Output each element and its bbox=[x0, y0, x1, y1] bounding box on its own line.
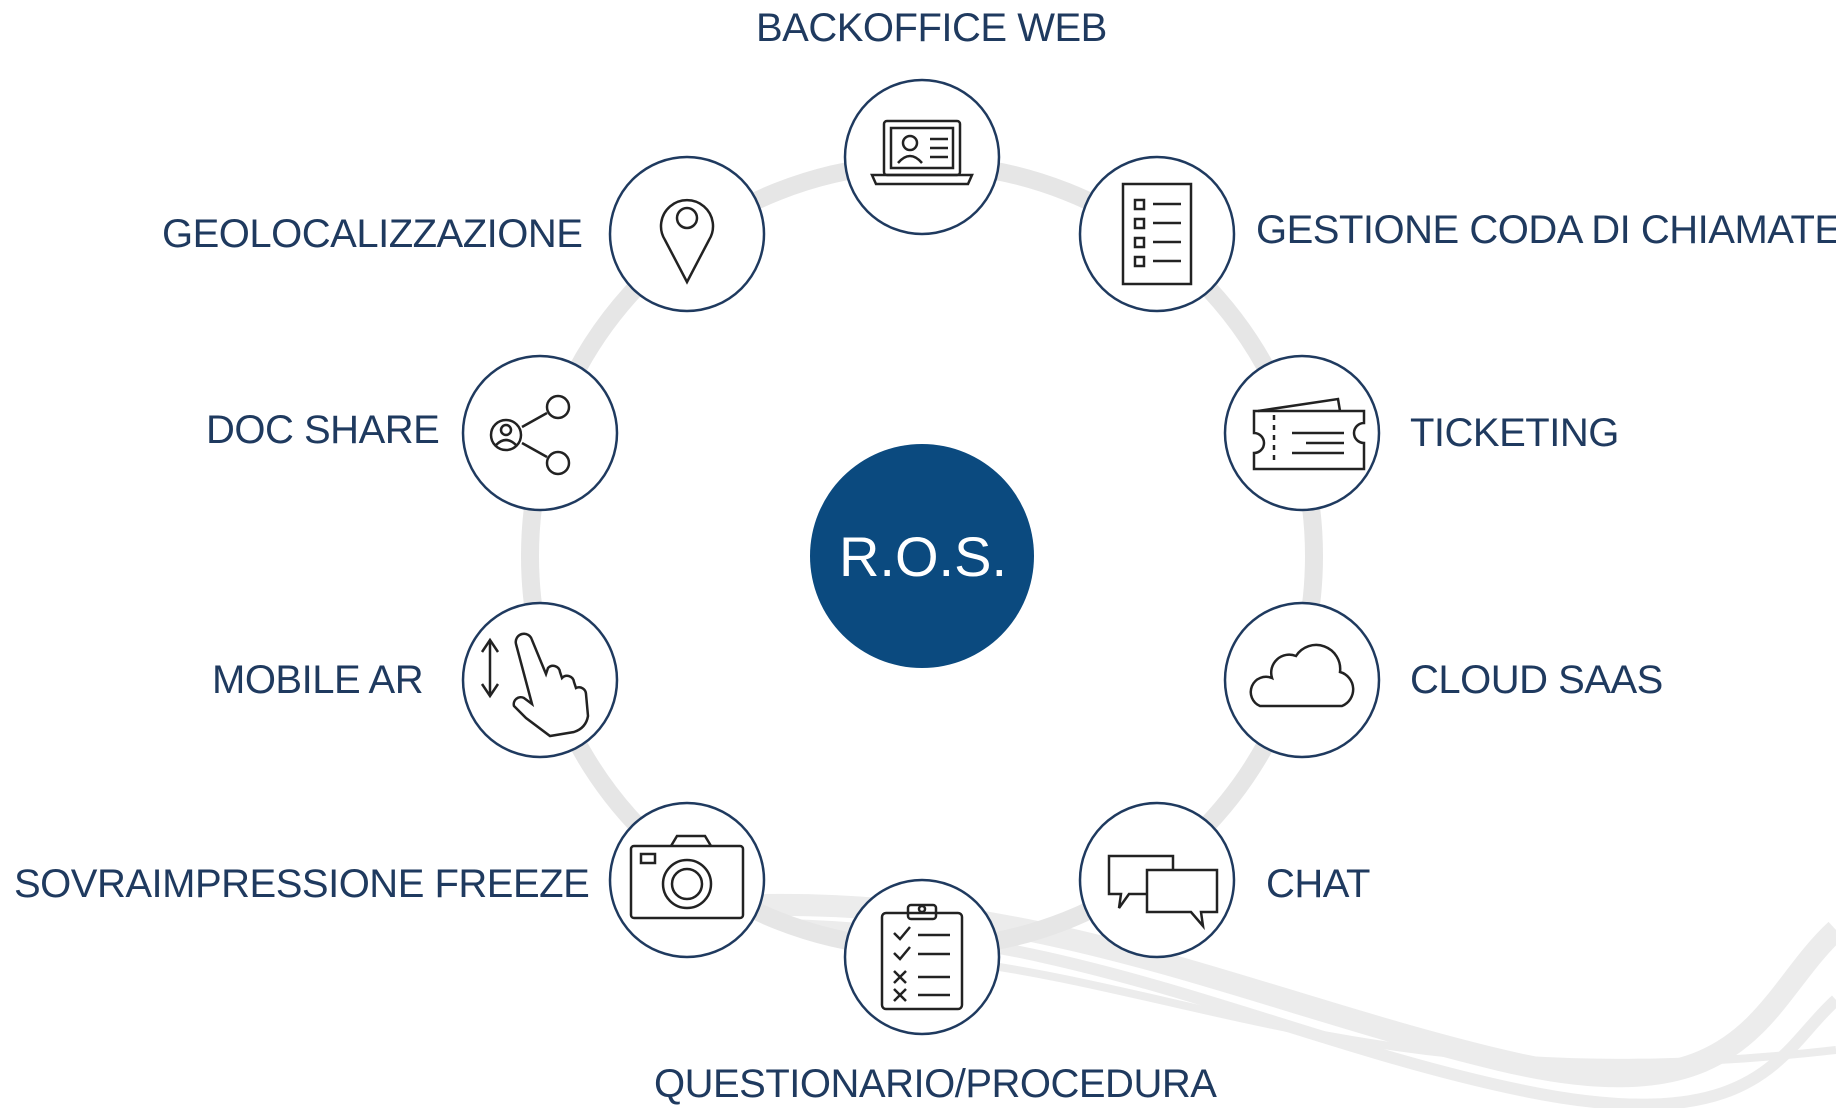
label-mobile-ar: MOBILE AR bbox=[212, 658, 424, 702]
node-geolocalizzazione[interactable] bbox=[608, 155, 766, 313]
node-cloud-saas[interactable] bbox=[1223, 601, 1381, 759]
label-sovraimpressione: SOVRAIMPRESSIONE FREEZE bbox=[14, 862, 590, 906]
clipboard-checklist-icon bbox=[880, 903, 964, 1011]
label-chat: CHAT bbox=[1266, 862, 1370, 906]
chat-bubbles-icon bbox=[1107, 854, 1219, 931]
center-label: R.O.S. bbox=[838, 525, 1008, 588]
node-questionario[interactable] bbox=[843, 878, 1001, 1036]
node-doc-share[interactable] bbox=[461, 354, 619, 512]
label-gestione-coda: GESTIONE CODA DI CHIAMATE bbox=[1256, 208, 1836, 252]
node-sovraimpressione[interactable] bbox=[608, 801, 766, 959]
share-icon bbox=[489, 394, 571, 476]
label-geolocalizzazione: GEOLOCALIZZAZIONE bbox=[162, 212, 583, 256]
camera-icon bbox=[629, 834, 745, 920]
node-backoffice-web[interactable] bbox=[843, 78, 1001, 236]
laptop-icon bbox=[870, 119, 974, 186]
node-mobile-ar[interactable] bbox=[461, 601, 619, 759]
ticket-icon bbox=[1252, 397, 1366, 471]
label-doc-share: DOC SHARE bbox=[206, 408, 440, 452]
node-gestione-coda[interactable] bbox=[1078, 155, 1236, 313]
center-node bbox=[810, 444, 1034, 668]
node-chat[interactable] bbox=[1078, 801, 1236, 959]
list-document-icon bbox=[1121, 182, 1193, 286]
cloud-icon bbox=[1249, 643, 1355, 708]
touch-gesture-icon bbox=[480, 632, 590, 738]
node-ticketing[interactable] bbox=[1223, 354, 1381, 512]
label-questionario: QUESTIONARIO/PROCEDURA bbox=[654, 1062, 1217, 1106]
label-cloud-saas: CLOUD SAAS bbox=[1410, 658, 1663, 702]
label-backoffice-web: BACKOFFICE WEB bbox=[756, 6, 1107, 50]
location-pin-icon bbox=[659, 198, 715, 285]
label-ticketing: TICKETING bbox=[1410, 411, 1619, 455]
